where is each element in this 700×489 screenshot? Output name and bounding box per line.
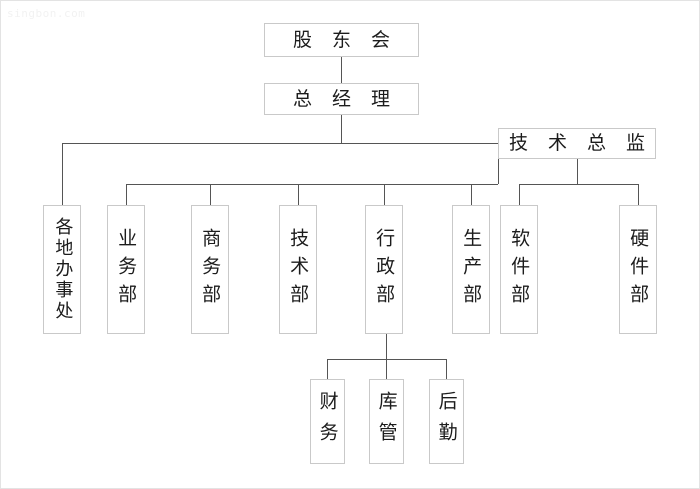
node-label-logistics: 后勤 (435, 390, 458, 453)
node-warehouse[interactable]: 库管 (369, 379, 404, 464)
node-label-commerce-department: 商务部 (199, 227, 222, 312)
connector-cto-bus (519, 184, 638, 185)
connector-drop-warehouse (386, 359, 387, 379)
connector-drop-commerce (210, 184, 211, 205)
node-general-manager[interactable]: 总 经 理 (264, 83, 419, 115)
node-label-regional-offices: 各地办事处 (52, 217, 74, 322)
node-label-technical-director: 技 术 总 监 (508, 132, 653, 155)
watermark-text: singbon.com (7, 7, 86, 20)
node-finance[interactable]: 财务 (310, 379, 345, 464)
node-business-department[interactable]: 业务部 (107, 205, 145, 334)
connector-drop-software (519, 184, 520, 205)
node-label-shareholders: 股 东 会 (292, 28, 398, 51)
node-label-finance: 财务 (316, 390, 339, 453)
connector-drop-hardware (638, 184, 639, 205)
connector-shareholders-to-gm (341, 57, 342, 85)
node-shareholders[interactable]: 股 东 会 (264, 23, 419, 57)
node-label-hardware-department: 硬件部 (627, 227, 650, 312)
connector-administration-drop (386, 334, 387, 379)
node-label-general-manager: 总 经 理 (292, 87, 398, 110)
node-label-administration-department: 行政部 (373, 227, 396, 312)
connector-main-to-secondary-bus (498, 143, 499, 184)
connector-gm-drop (341, 115, 342, 143)
node-label-software-department: 软件部 (508, 227, 531, 312)
node-production-department[interactable]: 生产部 (452, 205, 490, 334)
connector-drop-production (471, 184, 472, 205)
connector-drop-regional (62, 143, 63, 205)
connector-drop-logistics (446, 359, 447, 379)
node-label-warehouse: 库管 (375, 390, 398, 453)
node-hardware-department[interactable]: 硬件部 (619, 205, 657, 334)
node-label-production-department: 生产部 (460, 227, 483, 312)
node-software-department[interactable]: 软件部 (500, 205, 538, 334)
connector-drop-business (126, 184, 127, 205)
connector-secondary-bus (126, 184, 498, 185)
connector-drop-administration (384, 184, 385, 205)
connector-main-bus (62, 143, 499, 144)
connector-cto-drop (577, 159, 578, 184)
node-technical-department[interactable]: 技术部 (279, 205, 317, 334)
connector-drop-technical (298, 184, 299, 205)
node-logistics[interactable]: 后勤 (429, 379, 464, 464)
node-technical-director[interactable]: 技 术 总 监 (498, 128, 656, 159)
node-administration-department[interactable]: 行政部 (365, 205, 403, 334)
node-commerce-department[interactable]: 商务部 (191, 205, 229, 334)
node-label-business-department: 业务部 (115, 227, 138, 312)
connector-drop-finance (327, 359, 328, 379)
node-regional-offices[interactable]: 各地办事处 (43, 205, 81, 334)
node-label-technical-department: 技术部 (287, 227, 310, 312)
